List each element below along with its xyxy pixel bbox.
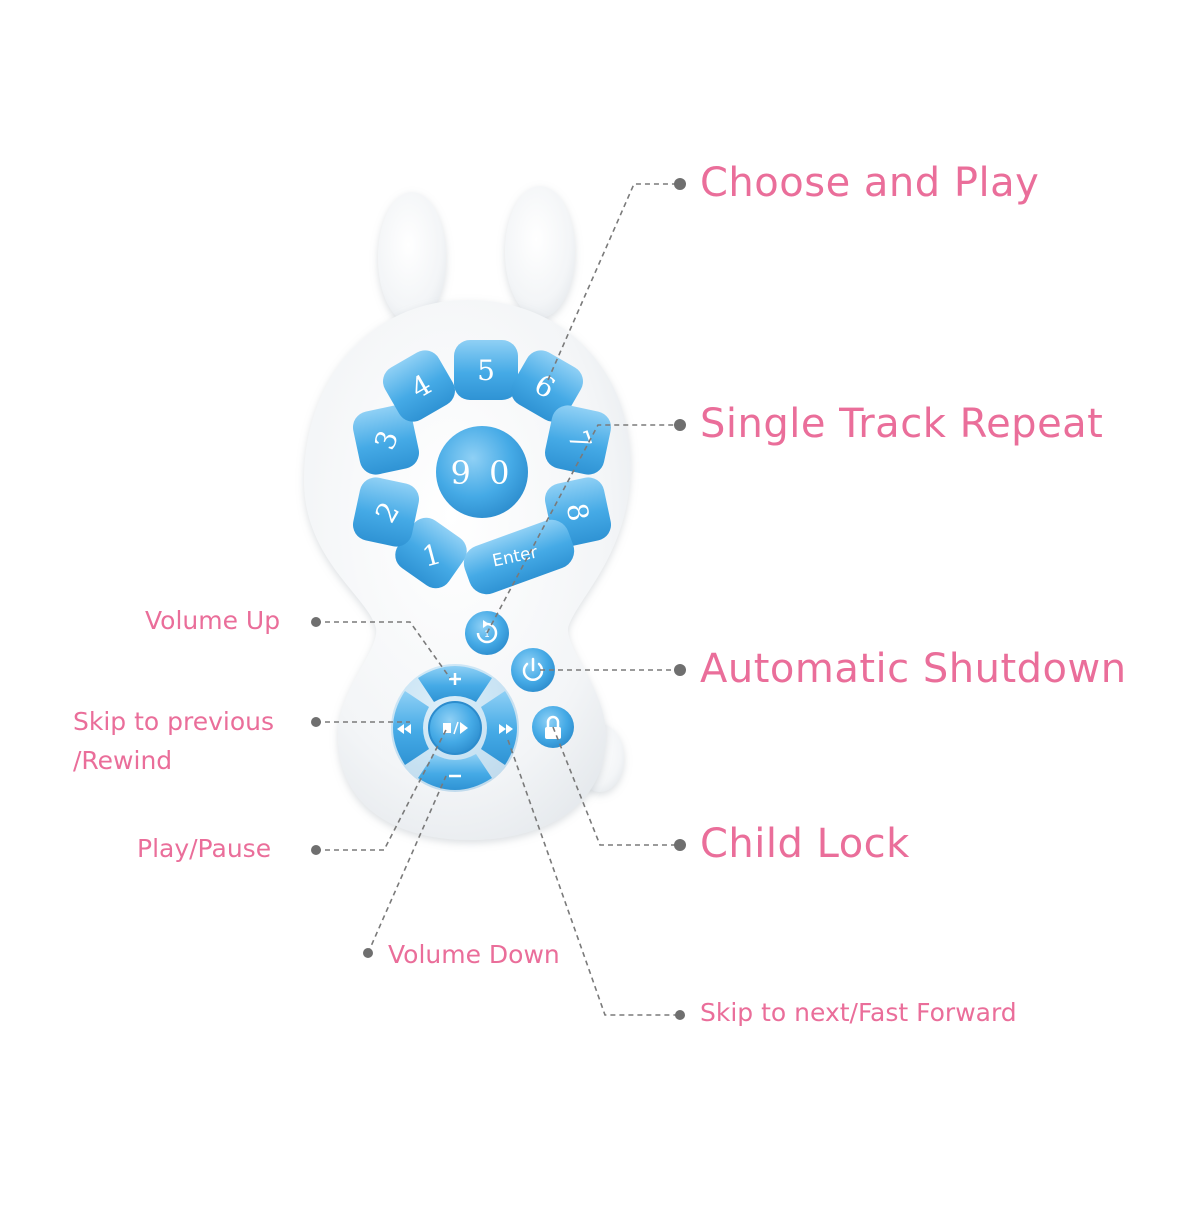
label-single-repeat: Single Track Repeat <box>700 401 1104 447</box>
playback-pad <box>391 664 519 792</box>
play-pause-icon <box>443 721 468 735</box>
plus-icon <box>449 673 461 685</box>
number-button-4[interactable]: 4 <box>377 345 461 428</box>
number-button-1[interactable]: 1 <box>389 511 473 594</box>
label-play-pause: Play/Pause <box>137 834 272 863</box>
previous-button[interactable] <box>393 691 429 765</box>
leader-child-lock <box>552 726 680 846</box>
label-choose-play: Choose and Play <box>700 160 1040 206</box>
repeat-icon: 1 <box>476 620 498 644</box>
label-auto-shutdown: Automatic Shutdown <box>700 646 1127 692</box>
label-skip-previous-line2: /Rewind <box>73 746 173 775</box>
fast-forward-icon <box>499 724 513 734</box>
leader-choose-play <box>547 183 680 381</box>
svg-text:9 0: 9 0 <box>451 454 514 492</box>
enter-button[interactable]: Enter <box>459 515 579 600</box>
number-button-6[interactable]: 6 <box>505 345 589 428</box>
play-pause-button[interactable] <box>428 701 482 755</box>
leader-single-repeat <box>486 424 680 634</box>
label-volume-up: Volume Up <box>145 606 281 635</box>
leader-lines <box>316 183 680 1016</box>
svg-text:8: 8 <box>560 500 596 523</box>
svg-text:5: 5 <box>477 354 495 387</box>
power-button[interactable] <box>511 648 555 692</box>
number-button-3[interactable]: 3 <box>350 402 422 477</box>
label-skip-next: Skip to next/Fast Forward <box>700 998 1017 1027</box>
center-button-90[interactable]: 9 0 <box>436 426 528 518</box>
label-volume-down: Volume Down <box>388 940 560 969</box>
number-pad: 1 2 3 4 5 6 7 <box>350 340 614 600</box>
volume-down-button[interactable] <box>418 754 492 790</box>
rewind-icon <box>397 724 411 734</box>
power-icon <box>522 657 544 681</box>
next-button[interactable] <box>481 691 517 765</box>
number-button-2[interactable]: 2 <box>350 474 422 549</box>
label-child-lock: Child Lock <box>700 821 910 867</box>
leader-dots <box>311 178 686 1020</box>
svg-text:1: 1 <box>484 630 490 640</box>
leader-play-pause <box>316 727 448 851</box>
number-button-5[interactable]: 5 <box>454 340 518 400</box>
label-skip-previous-line1: Skip to previous <box>73 707 275 736</box>
right-ear <box>505 186 575 318</box>
number-button-7[interactable]: 7 <box>542 402 614 477</box>
leader-skip-next <box>507 739 680 1016</box>
left-ear <box>378 192 446 324</box>
leader-volume-up <box>316 621 451 679</box>
volume-up-button[interactable] <box>418 666 492 702</box>
